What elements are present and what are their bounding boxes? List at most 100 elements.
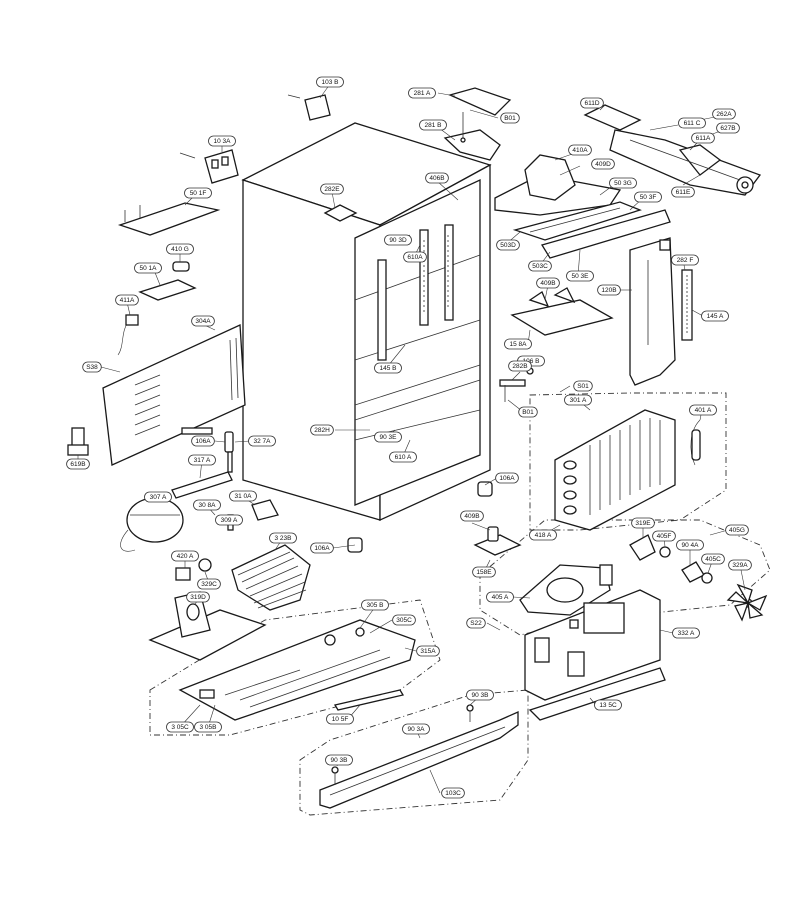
callout-oval [472,566,496,578]
callout-503c: 503C [528,260,552,272]
callout-332a: 332 A [672,627,700,639]
callout-text: 611D [584,100,599,107]
callout-610a: 610A [403,251,427,263]
callout-text: 405G [729,527,745,534]
callout-text: 90 3E [380,434,398,441]
callout-text: 103C [445,790,461,797]
callout-text: 411A [120,297,135,304]
callout-text: 120B [601,287,616,294]
callout-oval [269,532,297,544]
callout-text: 401 A [695,407,712,414]
fan-blade-329a [726,583,768,622]
callout-oval [716,122,740,134]
callout-oval [568,144,592,156]
callout-282b: 282B [508,360,532,372]
callout-158e: 158E [472,566,496,578]
top-hinge-cover [443,87,512,161]
callout-text: 315A [420,648,436,655]
callout-text: 282 F [677,257,694,264]
callout-oval [144,491,172,503]
callout-317a: 317 A [188,454,216,466]
callout-301a: 301 A [564,394,592,406]
callout-oval [325,754,353,766]
callout-oval [171,550,199,562]
callout-text: 90 3B [331,757,348,764]
callout-329a: 329A [728,559,752,571]
callout-text: 409B [540,280,555,287]
callout-text: 50 3F [640,194,657,201]
callout-305b: 305 B [361,599,389,611]
callout-s38: S38 [82,361,102,373]
callout-text: 262A [716,111,732,118]
condenser-coil [231,544,311,611]
callout-oval [197,578,221,590]
callout-158a: 15 8A [504,338,532,350]
callout-oval [504,338,532,350]
callout-903e: 90 3E [374,431,402,443]
callout-oval [403,251,427,263]
callout-b01b: B01 [518,406,538,418]
callout-text: 13 5C [599,702,617,709]
drain-pan-frame [148,591,267,661]
callout-oval [194,721,222,733]
callout-text: 418 A [535,532,552,539]
callout-oval [591,158,615,170]
callout-text: 281 B [425,122,442,129]
callout-oval [425,172,449,184]
callout-oval [134,262,162,274]
callout-text: 103 B [322,79,339,86]
callout-text: 282H [314,427,330,434]
callout-oval [215,514,243,526]
callout-s22: S22 [466,617,486,629]
callout-oval [609,177,637,189]
callout-503e: 50 3E [566,270,594,282]
callout-120b: 120B [597,284,621,296]
callout-oval [66,458,90,470]
callout-oval [82,361,102,373]
callout-420a: 420 A [171,550,199,562]
callout-text: S01 [577,383,589,390]
callout-903a: 90 3A [402,723,430,735]
callout-501f: 50 1F [184,187,212,199]
front-kickplate [319,704,519,809]
callout-text: 30 8A [199,502,217,509]
callout-text: 405C [705,556,721,563]
callout-oval [725,524,749,536]
callout-262a: 262A [712,108,736,120]
callout-oval [529,529,557,541]
callout-text: 332 A [678,630,695,637]
callout-315a: 315A [416,645,440,657]
callout-103a: 10 3A [208,135,236,147]
machine-compartment-base [178,619,416,721]
callout-text: 281 A [414,90,431,97]
callout-text: 611 C [684,120,701,127]
machine-cover-panel [102,324,246,466]
callout-text: 503C [532,263,548,270]
callout-308a: 30 8A [193,499,221,511]
callout-oval [652,530,676,542]
callout-text: 405 A [492,594,509,601]
callout-409b: 409B [536,277,560,289]
callout-text: 145 B [380,365,397,372]
callout-oval [229,490,257,502]
callout-611a: 611A [691,132,715,144]
callout-106aa: 106A [191,435,215,447]
callout-305c: 305C [392,614,416,626]
callout-text: 420 A [177,553,194,560]
callout-b01a: B01 [500,112,520,124]
callout-text: 10 5F [332,716,349,723]
callout-319e: 319E [631,517,655,529]
callout-oval [536,277,560,289]
callout-oval [361,599,389,611]
callout-oval [689,404,717,416]
callout-text: 90 4A [682,542,700,549]
callout-oval [166,243,194,255]
callout-oval [518,406,538,418]
callout-405g: 405G [725,524,749,536]
callout-oval [597,284,621,296]
callout-text: 409D [595,161,611,168]
callout-oval [566,270,594,282]
callout-409d: 409D [591,158,615,170]
callout-oval [392,614,416,626]
